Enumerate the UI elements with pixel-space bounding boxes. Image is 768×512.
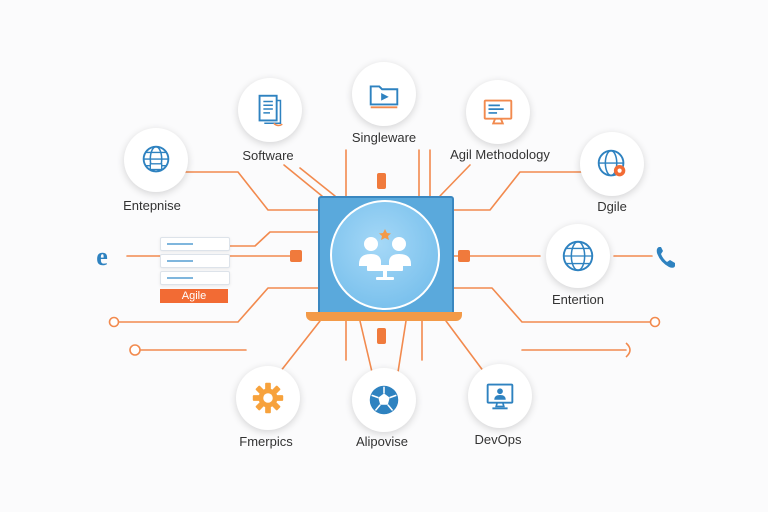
node-label-software: Software bbox=[242, 148, 294, 163]
center-hub bbox=[330, 200, 440, 310]
node-label-singleware: Singleware bbox=[351, 130, 417, 145]
node-agile-methodology bbox=[466, 80, 530, 144]
node-software bbox=[238, 78, 302, 142]
connector-tag bbox=[377, 328, 386, 344]
monitor-chart-icon bbox=[483, 99, 513, 125]
node-devops bbox=[468, 364, 532, 428]
list-panel bbox=[160, 237, 230, 251]
node-dgile bbox=[580, 132, 644, 196]
node-fmerpics bbox=[236, 366, 300, 430]
node-label-entertion: Entertion bbox=[551, 292, 605, 307]
node-enterprise bbox=[124, 128, 188, 192]
node-label-enterprise: Entepnise bbox=[123, 198, 181, 213]
soccer-ball-icon bbox=[369, 385, 399, 415]
list-panel bbox=[160, 271, 230, 285]
globe-icon bbox=[562, 240, 594, 272]
connector-tag bbox=[458, 250, 470, 262]
node-alipovise bbox=[352, 368, 416, 432]
node-label-alipovise: Alipovise bbox=[355, 434, 409, 449]
node-singleware bbox=[352, 62, 416, 126]
svg-text:e: e bbox=[96, 243, 108, 271]
video-folder-icon bbox=[369, 85, 399, 109]
node-label-fmerpics: Fmerpics bbox=[239, 434, 293, 449]
agile-bar: Agile bbox=[160, 289, 228, 303]
document-icon bbox=[258, 94, 283, 127]
globe-icon bbox=[142, 145, 170, 173]
gear-icon bbox=[252, 382, 284, 414]
node-label-agile-methodology: Agil Methodology bbox=[450, 147, 550, 162]
node-entertion bbox=[546, 224, 610, 288]
list-panel bbox=[160, 254, 230, 268]
node-label-dgile: Dgile bbox=[597, 199, 627, 214]
connector-tag bbox=[377, 173, 386, 189]
computer-icon bbox=[486, 383, 514, 410]
monitor-base bbox=[306, 312, 462, 321]
phone-icon bbox=[656, 247, 675, 268]
team-meeting-icon bbox=[359, 229, 411, 280]
globe-gear-icon bbox=[597, 149, 626, 177]
e-letter-icon: e bbox=[96, 243, 108, 271]
node-label-devops: DevOps bbox=[474, 432, 522, 447]
connector-tag bbox=[290, 250, 302, 262]
